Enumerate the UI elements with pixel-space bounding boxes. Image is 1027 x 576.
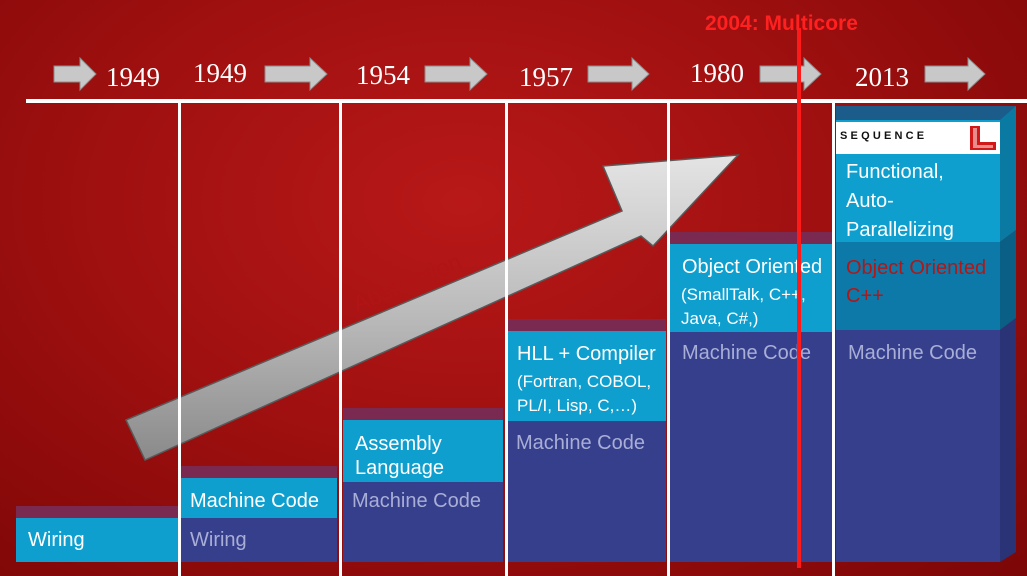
slab-machine-code-base (508, 421, 666, 562)
layer-title: Object Oriented (682, 256, 823, 278)
layer-label: Functional, Auto-Parallelizing (846, 161, 954, 241)
slab-wiring-base (180, 518, 337, 562)
timeline-line (26, 99, 1027, 103)
slab-hll (508, 331, 666, 421)
arrow-right-icon (424, 56, 488, 92)
year-label: 2013 (855, 62, 909, 92)
layer-label: Machine Code (516, 432, 645, 454)
timeline-arrows (53, 56, 986, 92)
layer-title: HLL + Compiler (517, 343, 656, 365)
slab-object-oriented-cpp (836, 242, 1000, 330)
arrow-right-icon (924, 56, 986, 92)
sequencel-logo: SEQUENCE (836, 122, 1000, 154)
slab-wiring (16, 518, 178, 562)
year-label: 1980 (690, 58, 744, 88)
layer-detail: (Fortran, COBOL, PL/I, Lisp, C,…) (517, 372, 652, 415)
slab-side (1000, 106, 1016, 242)
arrow-right-icon (759, 56, 822, 92)
logo-text: SEQUENCE (840, 130, 928, 142)
slab-side (1000, 318, 1016, 562)
layer-label: Assembly Language (355, 433, 444, 479)
layer-label: Wiring (28, 529, 85, 551)
column-divider (339, 99, 342, 576)
year-label: 1949 (193, 58, 247, 88)
arrow-right-icon (264, 56, 328, 92)
slab-top (508, 319, 666, 331)
column-divider (178, 99, 181, 576)
layer-label: Wiring (190, 529, 247, 551)
year-label: 1957 (519, 62, 573, 92)
layer-label: Machine Code (352, 490, 481, 512)
arrow-right-icon (587, 56, 650, 92)
logo-l-mark (970, 126, 996, 150)
arrow-right-icon (53, 56, 97, 92)
column-divider (832, 99, 835, 576)
multicore-marker-line (797, 28, 801, 568)
slab-assembly (343, 420, 503, 482)
slab-machine-code-base (836, 330, 1000, 562)
slab-top (670, 232, 832, 244)
slab-top (180, 466, 337, 478)
slab-machine-code (180, 478, 337, 518)
layer-label: Object Oriented C++ (846, 257, 987, 307)
slab-top (343, 408, 503, 420)
layer-label: Machine Code (682, 342, 811, 364)
slab-machine-code-base (343, 482, 503, 562)
year-label: 1954 (356, 60, 410, 90)
layer-label: Machine Code (190, 490, 319, 512)
multicore-label: 2004: Multicore (705, 12, 858, 35)
slab-object-oriented (670, 244, 832, 332)
layer-detail: (SmallTalk, C++, Java, C#,) (681, 285, 806, 328)
column-divider (667, 99, 670, 576)
slab-side (1000, 230, 1016, 330)
year-label: 1949 (106, 62, 160, 92)
slab-top (836, 106, 1016, 120)
column-divider (505, 99, 508, 576)
slab-machine-code-base (670, 332, 832, 562)
slab-top (16, 506, 178, 518)
layer-label: Machine Code (848, 342, 977, 364)
